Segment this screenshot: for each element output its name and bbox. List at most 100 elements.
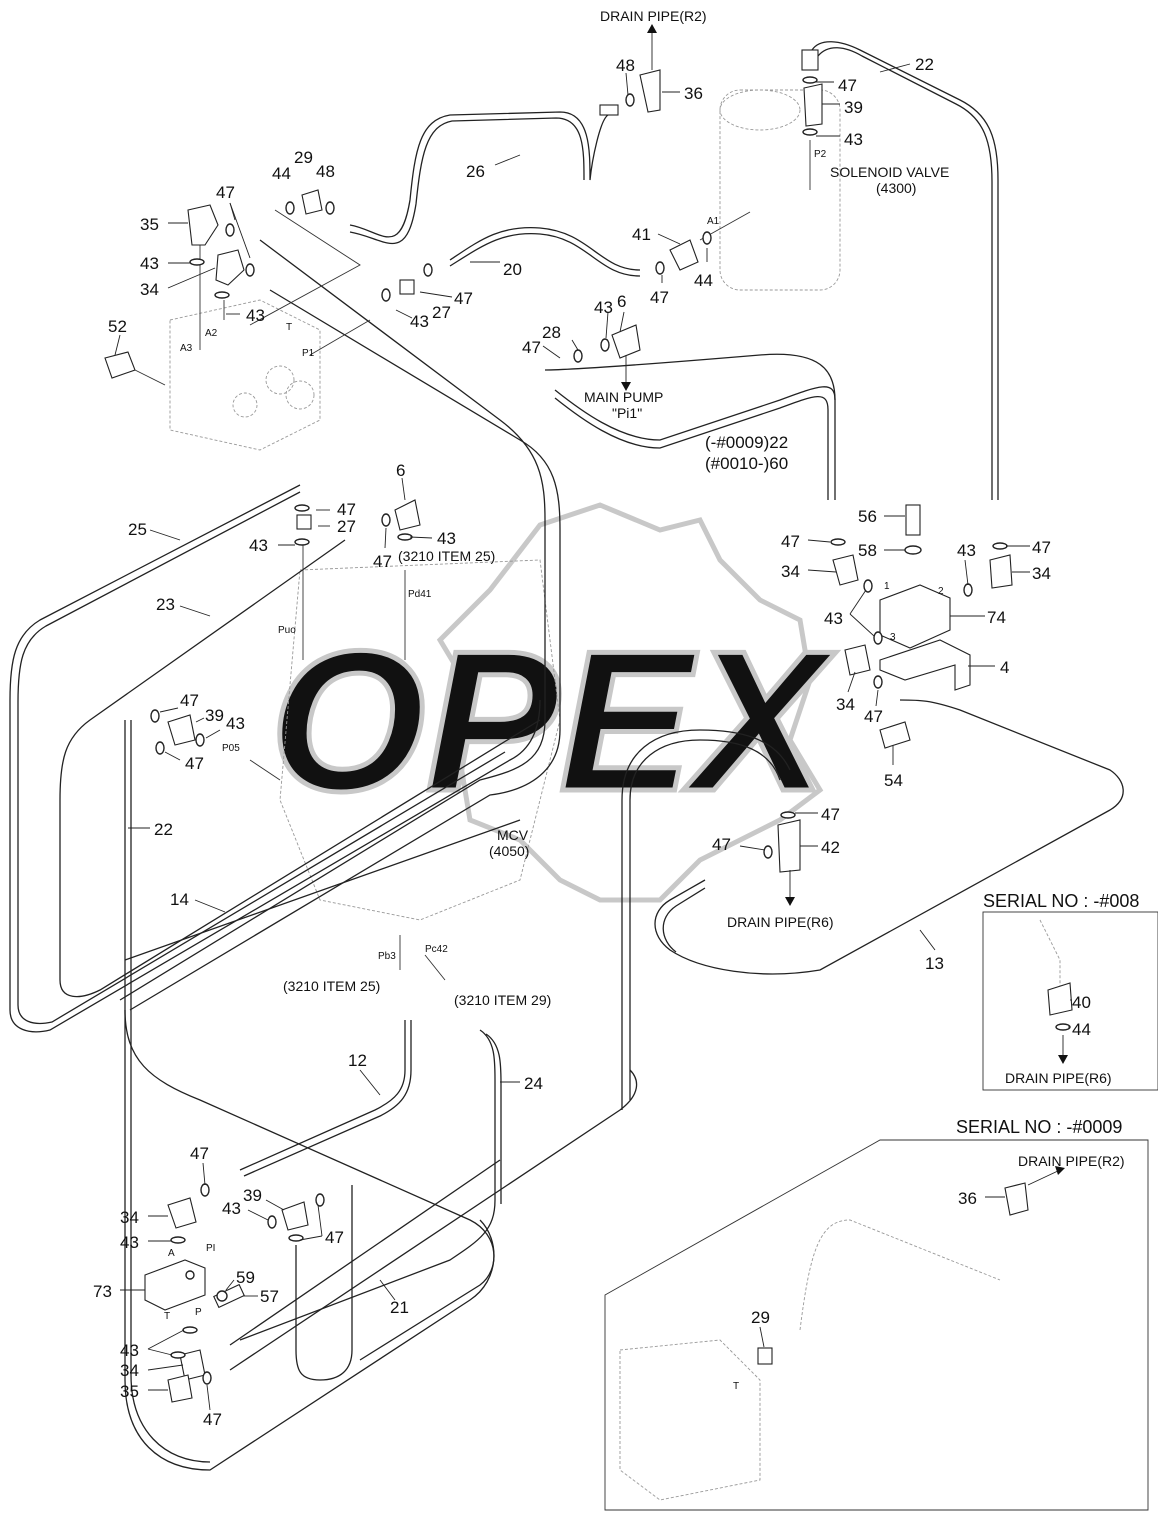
callout-item29: (3210 ITEM 29): [454, 992, 551, 1008]
part-number: 36: [684, 84, 703, 103]
inset-valve-block: [619, 1339, 761, 1501]
part-number: 40: [1072, 993, 1091, 1012]
part-number: 48: [316, 162, 335, 181]
part-number: 35: [140, 215, 159, 234]
top-valve-block: [169, 299, 321, 451]
solenoid-valve-body: [719, 89, 841, 291]
o-ring: [702, 231, 712, 245]
o-ring: [763, 845, 773, 859]
part-number: 73: [93, 1282, 112, 1301]
hose-main-pump-b: [554, 396, 829, 500]
o-ring: [963, 583, 973, 597]
port-pi-block: PI: [206, 1243, 215, 1254]
part-number: 43: [844, 130, 863, 149]
elbow-34-left: [832, 554, 859, 586]
arrow-head: [1055, 1166, 1065, 1175]
part-number: 54: [884, 771, 903, 790]
leader: [195, 717, 205, 723]
watermark-gear: [436, 502, 824, 903]
part-number: 21: [390, 1298, 409, 1317]
tee-40: [1047, 982, 1073, 1016]
part-number: 22: [915, 55, 934, 74]
elbow-34-lower-a: [167, 1197, 197, 1229]
tee-6-top: [611, 324, 641, 359]
leader: [542, 345, 561, 359]
port-3: 3: [890, 632, 896, 643]
arrow-head: [647, 24, 657, 33]
leader: [849, 613, 875, 637]
leader: [147, 1348, 173, 1356]
callout-texts: DRAIN PIPE(R2) SOLENOID VALVE (4300) MAI…: [283, 8, 1139, 1169]
o-ring: [170, 1236, 186, 1244]
hose-22-left-b: [130, 720, 211, 1463]
hose-12-b: [243, 1020, 412, 1177]
callout-serial-inset2: SERIAL NO : -#0009: [956, 1117, 1122, 1137]
port-t-inset: T: [733, 1381, 739, 1392]
hose-diag-2: [129, 289, 561, 1011]
leader: [401, 477, 406, 501]
leader: [179, 605, 211, 617]
leader: [194, 899, 226, 913]
block-73: [144, 1259, 206, 1311]
hose-20: [449, 226, 641, 271]
part-number: 47: [454, 289, 473, 308]
callout-main-pump-port: "Pi1": [612, 405, 642, 421]
part-number: 59: [236, 1268, 255, 1287]
callout-item25-b: (3210 ITEM 25): [283, 978, 380, 994]
o-ring: [182, 1326, 198, 1334]
part-number: 12: [348, 1051, 367, 1070]
arrow-drain-r2-inset: [1027, 1169, 1061, 1186]
bolt-56: [905, 504, 921, 536]
part-number: 6: [617, 292, 626, 311]
part-number: 35: [120, 1382, 139, 1401]
elbow-34-right: [989, 554, 1013, 589]
hose-pump-loop: [544, 353, 836, 401]
hose-bottom-loop: [124, 1009, 495, 1361]
o-ring: [285, 201, 295, 215]
part-number: 34: [836, 695, 855, 714]
part-number: 44: [1072, 1020, 1091, 1039]
inset-box-1: [982, 911, 1158, 1091]
part-number: 22: [154, 820, 173, 839]
block-73-port: [185, 1270, 195, 1280]
leader: [202, 1162, 206, 1186]
solenoid-valve-top: [719, 89, 801, 131]
leader: [847, 671, 856, 693]
port-t-top: T: [286, 322, 292, 333]
part-number: 34: [781, 562, 800, 581]
leader: [147, 1364, 184, 1371]
hose-drain-loop: [629, 739, 781, 1100]
o-ring: [625, 93, 635, 107]
leader: [149, 529, 181, 541]
elbow-35-top: [187, 204, 219, 246]
plug-52: [104, 351, 136, 379]
hose-26-b: [349, 117, 585, 245]
o-ring: [315, 1193, 325, 1207]
leader: [409, 536, 433, 539]
hose-20-b: [449, 232, 641, 277]
hose-23: [59, 539, 541, 998]
leader: [571, 339, 579, 351]
part-number: 47: [838, 76, 857, 95]
part-number: 14: [170, 890, 189, 909]
port-a-block: A: [168, 1248, 175, 1259]
callout-drain-r6-inset: DRAIN PIPE(R6): [1005, 1070, 1112, 1086]
part-number: 43: [120, 1341, 139, 1360]
o-ring: [573, 349, 583, 363]
part-number: 58: [858, 541, 877, 560]
inset1-ghost-pipe: [1039, 919, 1061, 990]
part-number: 47: [373, 552, 392, 571]
hose-13: [654, 699, 1124, 975]
part-number: 43: [140, 254, 159, 273]
o-ring: [214, 291, 230, 299]
leader: [849, 589, 867, 615]
part-number: 47: [781, 532, 800, 551]
callout-mcv-code: (4050): [489, 843, 529, 859]
part-number: 44: [272, 164, 291, 183]
part-number: 47: [821, 805, 840, 824]
o-ring: [150, 709, 160, 723]
part-number: 34: [120, 1361, 139, 1380]
inset-ghost-pipe: [799, 1219, 1001, 1331]
part-number: 47: [864, 707, 883, 726]
